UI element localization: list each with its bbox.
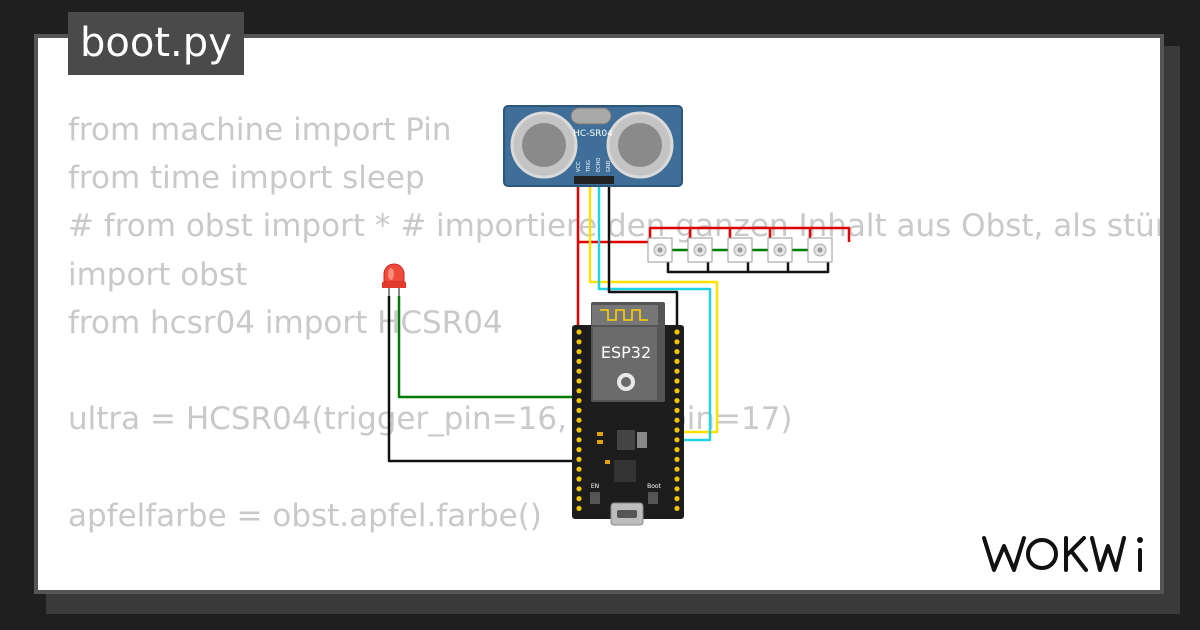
code-line: apfelfarbe = obst.apfel.farbe() [68,497,542,534]
gpio-pin[interactable] [576,505,582,511]
neopixel[interactable] [767,237,793,263]
gpio-pin[interactable] [576,398,582,404]
sensor-pin-trig: TRIG [586,160,592,173]
gpio-pin[interactable] [674,349,680,355]
wire-black-strip [666,258,830,274]
gpio-pin[interactable] [674,496,680,502]
gpio-pin[interactable] [576,476,582,482]
wire-yellow-trig [588,182,719,434]
gpio-pin[interactable] [576,349,582,355]
boot-button[interactable] [648,492,658,504]
gpio-pin[interactable] [674,368,680,374]
gpio-pin[interactable] [674,437,680,443]
gpio-pin[interactable] [576,447,582,453]
wokwi-logo [982,536,1143,572]
code-line: from machine import Pin [68,112,452,148]
code-background: from machine import Pin from time import … [68,106,1164,590]
wire-green-led [397,296,578,399]
esp32-board[interactable]: ESP32 EN Boot [572,302,684,526]
wire-red-strip [578,226,851,244]
hc-sr04-sensor[interactable]: HC-SR04 VCC TRIG ECHO GND [503,105,683,187]
en-label: EN [591,483,599,490]
wire-black-led [387,296,578,463]
gpio-pin[interactable] [674,329,680,335]
gpio-pin[interactable] [674,505,680,511]
gpio-pin[interactable] [576,358,582,364]
gpio-pin[interactable] [576,417,582,423]
gpio-pin[interactable] [674,378,680,384]
code-line: # from obst import * # importiere den ga… [68,208,1164,245]
gpio-pin[interactable] [576,378,582,384]
sensor-pin-vcc: VCC [576,161,582,172]
code-line: from time import sleep [68,160,425,197]
gpio-pin[interactable] [674,358,680,364]
sensor-pin-echo: ECHO [596,158,602,172]
gpio-pin[interactable] [576,427,582,433]
gpio-pin[interactable] [576,329,582,335]
gpio-pin[interactable] [576,339,582,345]
gpio-pin[interactable] [576,407,582,413]
gpio-pin[interactable] [576,388,582,394]
file-tab[interactable]: boot.py [68,12,244,75]
wire-red-strip-taps [688,228,812,242]
sensor-pin-gnd: GND [606,160,612,172]
neopixel[interactable] [727,237,753,263]
gpio-pin[interactable] [674,407,680,413]
gpio-pin[interactable] [674,398,680,404]
gpio-pin[interactable] [674,486,680,492]
esp32-label: ESP32 [601,343,651,362]
gpio-pin[interactable] [674,427,680,433]
boot-label: Boot [647,483,661,490]
wire-cyan-echo [597,182,712,442]
neopixel[interactable] [647,237,673,263]
gpio-pin[interactable] [576,368,582,374]
code-line: import obst [68,256,248,293]
sensor-label: HC-SR04 [573,129,613,139]
gpio-pin[interactable] [576,437,582,443]
gpio-pin[interactable] [576,456,582,462]
gpio-pin[interactable] [674,417,680,423]
red-led[interactable] [382,263,406,296]
wire-black-gnd [607,182,679,330]
gpio-pin[interactable] [576,466,582,472]
neopixel[interactable] [687,237,713,263]
wires [387,182,851,463]
en-button[interactable] [590,492,600,504]
neopixel-strip[interactable] [647,237,833,263]
neopixel[interactable] [807,237,833,263]
gpio-pin[interactable] [674,466,680,472]
gpio-pin[interactable] [576,486,582,492]
gpio-pin[interactable] [674,456,680,462]
gpio-pin[interactable] [674,339,680,345]
gpio-pin[interactable] [674,388,680,394]
gpio-pin[interactable] [576,496,582,502]
gpio-pin[interactable] [674,447,680,453]
gpio-pin[interactable] [674,476,680,482]
pin-header-right [674,329,680,511]
pin-header-left [576,329,582,511]
